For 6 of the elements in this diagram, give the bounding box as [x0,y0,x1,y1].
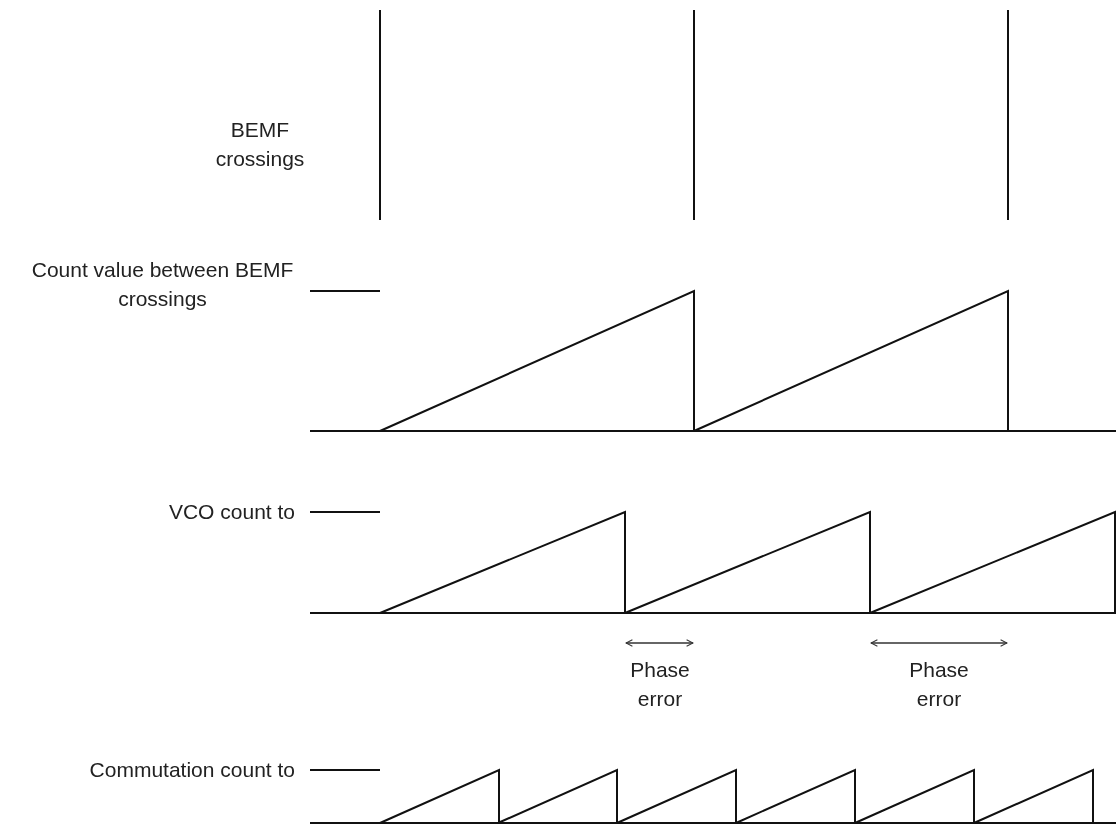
row-label: Count value between BEMF crossings [30,257,295,312]
row-label: Commutation count to [88,757,295,783]
phase-error-label: Phase error [629,657,691,712]
row-label: VCO count to [167,499,295,525]
row-label: BEMF crossings [214,117,306,172]
phase-error-label: Phase error [908,657,970,712]
